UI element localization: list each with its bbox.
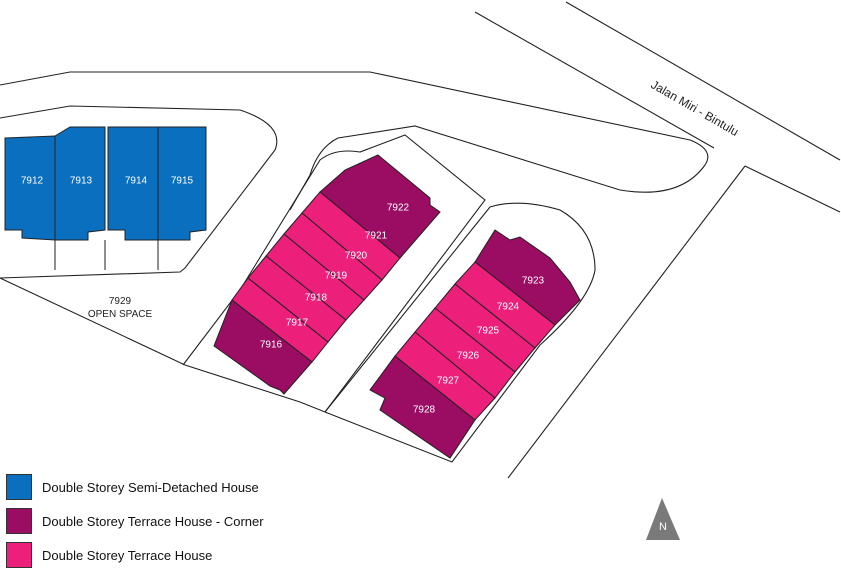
north-compass: N: [646, 498, 680, 540]
right-block-boundary: [324, 202, 596, 463]
lot-label-7927: 7927: [437, 376, 460, 387]
middle-block-boundary: [182, 134, 486, 413]
lot-label-7920: 7920: [345, 251, 368, 262]
lot-label-7915: 7915: [171, 176, 194, 187]
main-road-edge-right: [565, 1, 841, 161]
lot-label-7914: 7914: [125, 176, 148, 187]
legend-swatch-terrace-corner: [6, 508, 32, 534]
road-lines: [0, 1, 841, 479]
lot-7916[interactable]: [213, 299, 313, 395]
lot-label-7921: 7921: [365, 231, 388, 242]
open-space-label: OPEN SPACE: [88, 309, 153, 320]
legend-item-semi-detached: Double Storey Semi-Detached House: [6, 470, 264, 504]
legend: Double Storey Semi-Detached House Double…: [6, 470, 264, 572]
legend-label-terrace: Double Storey Terrace House: [42, 547, 213, 563]
lot-7928[interactable]: [369, 355, 476, 459]
lot-label-7919: 7919: [325, 271, 348, 282]
lot-label-7925: 7925: [477, 326, 500, 337]
lot-label-7926: 7926: [457, 351, 480, 362]
legend-swatch-terrace: [6, 542, 32, 568]
open-space-lot-number: 7929: [109, 296, 132, 307]
legend-item-terrace: Double Storey Terrace House: [6, 538, 264, 572]
lot-label-7916: 7916: [260, 340, 283, 351]
lot-label-7923: 7923: [522, 276, 545, 287]
lot-7913[interactable]: [54, 126, 106, 241]
north-arrow-icon: [646, 498, 680, 540]
lot-dividers: [54, 240, 159, 270]
lot-7922[interactable]: [319, 154, 441, 259]
lot-label-7918: 7918: [305, 293, 328, 304]
legend-swatch-semi-detached: [6, 474, 32, 500]
side-road-edge: [507, 165, 746, 479]
open-space-boundary: [0, 277, 301, 403]
lot-label-7917: 7917: [286, 318, 309, 329]
middle-terrace-block: 7922 7921 7920 7919 7918 7917 7916: [213, 154, 441, 395]
inner-boundary-left: [0, 105, 278, 279]
legend-label-semi-detached: Double Storey Semi-Detached House: [42, 479, 259, 495]
semi-detached-block: 7912 7913 7914 7915: [4, 126, 207, 270]
lot-label-7928: 7928: [413, 405, 436, 416]
lot-label-7924: 7924: [497, 302, 520, 313]
lot-7912[interactable]: [4, 135, 56, 241]
north-label: N: [659, 521, 667, 533]
legend-label-terrace-corner: Double Storey Terrace House - Corner: [42, 513, 264, 529]
street-name: Jalan Miri - Bintulu: [649, 77, 741, 138]
outer-boundary: [0, 71, 709, 211]
legend-item-terrace-corner: Double Storey Terrace House - Corner: [6, 504, 264, 538]
lot-label-7913: 7913: [70, 176, 93, 187]
main-road-edge-upper: [474, 11, 715, 149]
lot-label-7912: 7912: [21, 176, 44, 187]
main-road-edge-lower: [744, 165, 841, 213]
right-terrace-block: 7923 7924 7925 7926 7927 7928: [369, 229, 581, 459]
lot-label-7922: 7922: [387, 203, 410, 214]
